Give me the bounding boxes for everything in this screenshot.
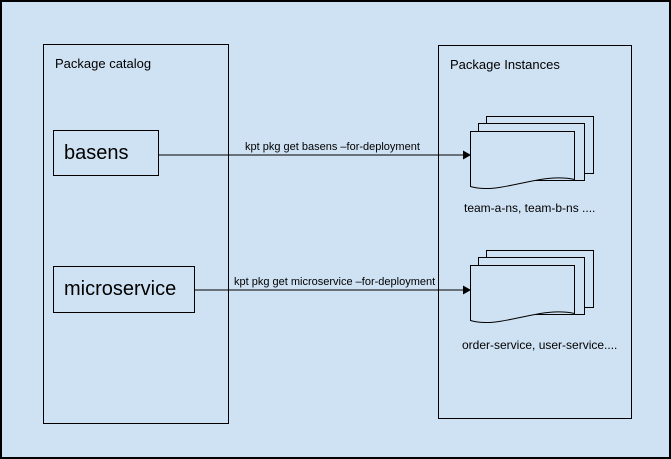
stack-caption-team-namespaces: team-a-ns, team-b-ns .... bbox=[464, 201, 596, 215]
stack-caption-services: order-service, user-service.... bbox=[462, 338, 618, 352]
package-node-basens: basens bbox=[53, 130, 159, 176]
package-catalog-title: Package catalog bbox=[55, 56, 152, 71]
document-sheet-front bbox=[470, 265, 575, 324]
package-node-microservice-label: microservice bbox=[64, 278, 177, 300]
package-instances-title: Package Instances bbox=[450, 57, 560, 72]
package-catalog-box: Package catalog bbox=[43, 44, 229, 424]
arrow-microservice-to-instances bbox=[195, 285, 471, 295]
document-sheet-front bbox=[470, 131, 575, 190]
package-node-basens-label: basens bbox=[64, 141, 129, 164]
document-stack-services bbox=[470, 250, 594, 324]
arrow-basens-command-label: kpt pkg get basens –for-deployment bbox=[245, 141, 420, 153]
package-node-microservice: microservice bbox=[53, 266, 195, 313]
arrow-microservice-command-label: kpt pkg get microservice –for-deployment bbox=[234, 276, 436, 288]
arrowhead-icon bbox=[463, 285, 471, 295]
arrowhead-icon bbox=[463, 150, 471, 160]
package-instances-box: Package Instances bbox=[438, 45, 632, 419]
arrow-basens-to-instances bbox=[159, 150, 471, 160]
document-stack-team-namespaces bbox=[470, 116, 594, 190]
